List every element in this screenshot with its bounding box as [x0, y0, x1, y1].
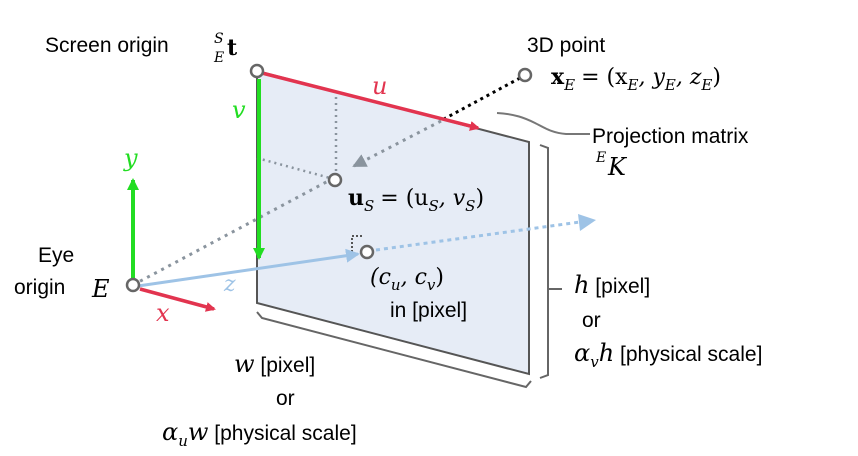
projection-matrix-pointer: [496, 112, 590, 135]
width-bracket: [256, 311, 532, 389]
origin-label: origin: [14, 276, 65, 299]
3d-point-equation: xE= (xE, yE, zE): [551, 64, 721, 94]
width-physical-label: αuw [physical scale]: [162, 418, 357, 450]
y-axis-label: y: [123, 144, 138, 172]
principal-point-unit: in [pixel]: [390, 299, 467, 322]
width-label: w [pixel]: [234, 350, 315, 378]
height-bracket: [539, 144, 549, 379]
eye-label: Eye: [38, 244, 74, 267]
x-axis-label: x: [156, 299, 170, 327]
v-axis-label: v: [232, 96, 246, 124]
principal-point-equation: (cu, cv): [370, 265, 444, 294]
svg-text:S: S: [214, 31, 224, 47]
3d-point: [517, 67, 533, 83]
us-point: [327, 172, 343, 188]
u-axis-label: u: [372, 72, 387, 100]
z-axis-arrow: [137, 248, 360, 288]
projection-matrix-label: Projection matrix: [592, 125, 749, 148]
principal-point: [359, 244, 375, 260]
us-equation: uS= (uS, vS): [348, 185, 484, 215]
projection-ray: [352, 119, 442, 168]
eye-symbol: E: [91, 275, 110, 303]
height-physical-label: αvh [physical scale]: [574, 339, 762, 371]
eye-origin-point: [125, 277, 141, 293]
svg-text:E: E: [213, 50, 224, 66]
width-or: or: [276, 387, 295, 410]
screen-plane: [256, 69, 530, 376]
u-axis-arrow: [261, 71, 480, 131]
svg-text:E: E: [595, 150, 606, 166]
x-axis-arrow: [139, 287, 216, 312]
projection-matrix-symbol: K: [607, 153, 628, 181]
screen-origin-point: [249, 63, 265, 79]
z-axis-label: z: [223, 272, 236, 297]
height-label: h [pixel]: [574, 271, 650, 299]
height-or: or: [582, 309, 601, 332]
screen-origin-symbol: t: [227, 35, 238, 61]
screen-origin-label: Screen origin: [45, 34, 169, 57]
3d-point-label: 3D point: [527, 34, 605, 57]
